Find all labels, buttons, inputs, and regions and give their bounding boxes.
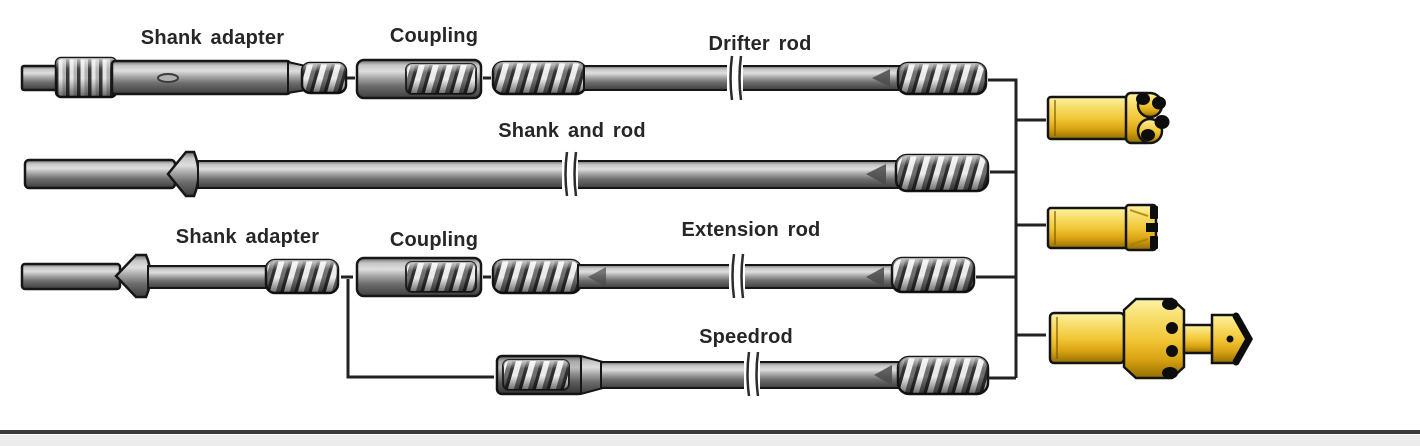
carbide-button xyxy=(1152,96,1166,110)
rod-thread-right-shade xyxy=(898,357,988,394)
shank-collar xyxy=(166,150,200,198)
shaft-chevron xyxy=(866,267,884,287)
break-mark xyxy=(744,350,760,398)
shank-adapter-top xyxy=(20,56,348,99)
rod-thread-right-shade xyxy=(898,63,986,94)
label-speedrod: Speedrod xyxy=(699,326,793,348)
label-shank-adapter-bottom: Shank adapter xyxy=(175,226,320,248)
center-notch xyxy=(1146,223,1158,232)
break-mark xyxy=(727,55,743,101)
coupling-top xyxy=(355,58,483,100)
speedrod-connector-line xyxy=(346,279,494,379)
carbide-button xyxy=(1154,115,1170,129)
label-drifter-rod: Drifter rod xyxy=(708,33,812,55)
shank-end xyxy=(23,158,177,190)
carbide-button xyxy=(1162,298,1178,310)
reaming-pilot-bit-icon xyxy=(1048,297,1254,380)
rod-thread-left-shade xyxy=(493,260,581,293)
label-coupling-top: Coupling xyxy=(389,25,479,47)
label-coupling-bottom: Coupling xyxy=(389,229,479,251)
adapter-thread-shade xyxy=(266,260,338,293)
coupling-thread-shade xyxy=(406,64,476,94)
flushing-hole xyxy=(157,73,179,83)
speedrod xyxy=(495,350,990,398)
shaft-chevron xyxy=(866,164,886,185)
shaft-chevron xyxy=(588,267,606,287)
shank-and-rod xyxy=(23,150,990,198)
button-bit-icon xyxy=(1046,91,1170,145)
carbide-button xyxy=(1162,367,1178,379)
shank-butt xyxy=(20,64,62,92)
shank-adapter-bottom xyxy=(20,253,340,299)
speedrod-thread-shade xyxy=(503,360,569,390)
carbide-button xyxy=(1141,129,1155,141)
carbide-button xyxy=(1166,345,1178,357)
adapter-collar xyxy=(114,253,152,299)
adapter-body xyxy=(110,59,292,96)
pilot-edge xyxy=(1232,312,1254,366)
adapter-thread-shade xyxy=(302,63,346,93)
coupling-thread-shade xyxy=(406,262,476,292)
carbide-button xyxy=(1136,93,1150,105)
pilot-rod xyxy=(1182,323,1214,355)
spline-shade xyxy=(56,58,116,97)
blade-edge-top xyxy=(1150,206,1158,219)
rod-thread-right-shade xyxy=(896,155,988,191)
coupling-bottom xyxy=(355,256,483,298)
cross-bit-icon xyxy=(1046,203,1158,252)
rod-thread-left-shade xyxy=(493,62,586,94)
shaft-chevron xyxy=(874,365,892,385)
bit-body xyxy=(1046,95,1130,141)
pilot-dot xyxy=(1226,335,1234,343)
blade-edge-bottom xyxy=(1150,236,1158,249)
bit-shank xyxy=(1048,311,1126,365)
bracket-lines xyxy=(976,78,1046,380)
extension-rod xyxy=(491,252,976,300)
break-mark xyxy=(729,252,745,300)
shaft-chevron xyxy=(872,69,890,87)
bottom-divider-dark xyxy=(0,430,1420,434)
break-mark xyxy=(562,150,578,198)
adapter-body xyxy=(147,265,271,289)
carbide-button xyxy=(1166,322,1178,334)
adapter-shaft-left xyxy=(20,262,122,291)
rod-thread-right-shade xyxy=(892,258,974,292)
label-shank-and-rod: Shank and rod xyxy=(498,120,646,142)
label-extension-rod: Extension rod xyxy=(681,219,821,241)
blade-bevel xyxy=(1129,209,1149,246)
drifter-rod xyxy=(491,55,988,101)
reamer-ring xyxy=(1122,297,1186,380)
rod-shaft xyxy=(197,160,899,189)
sleeve-taper xyxy=(580,354,604,396)
bit-body xyxy=(1046,206,1130,250)
label-shank-adapter-top: Shank adapter xyxy=(140,27,285,49)
bottom-divider-light xyxy=(0,434,1420,446)
